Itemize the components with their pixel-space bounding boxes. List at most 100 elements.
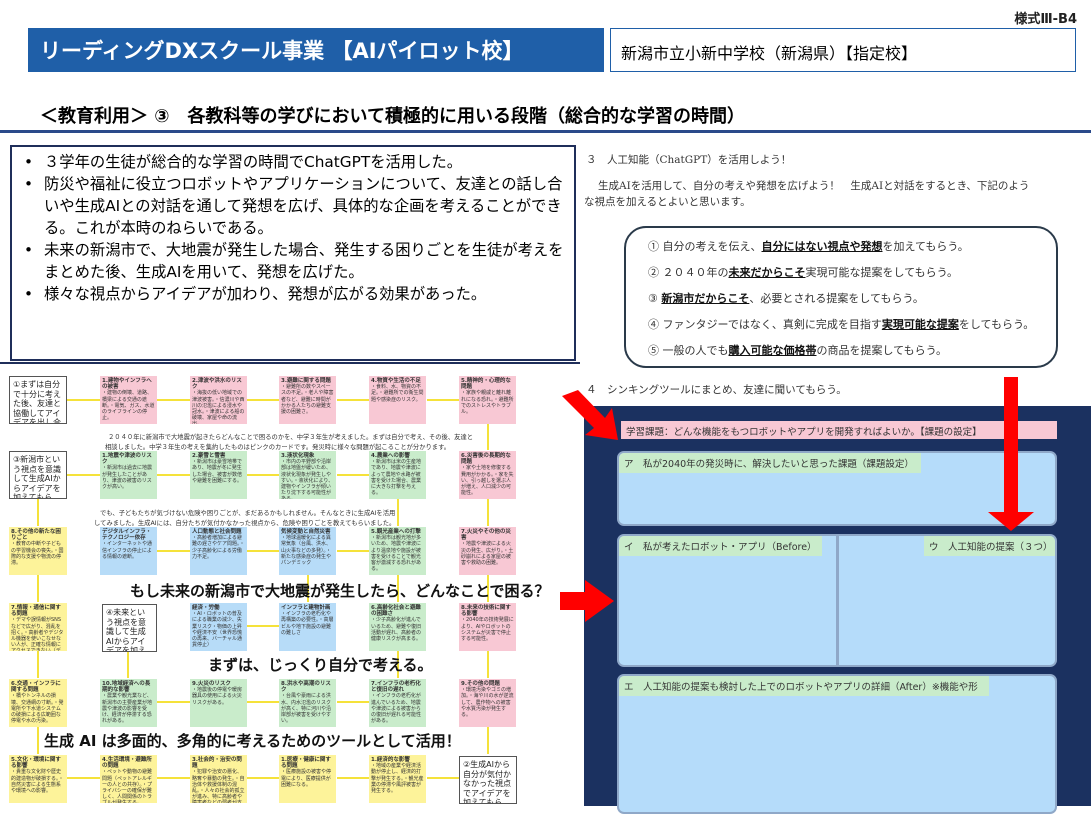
card-body: ・インフラの老朽化や再構築の必要性。・高層ビルや地下施設の避難の難しさ — [281, 611, 334, 636]
card-body: ・インフラの老朽化が進んでいるため、地震や津波による被害からの復旧が遅れる可能性… — [371, 693, 422, 725]
box-i-u[interactable]: イ 私が考えたロボット・アプリ（Before） ウ 人工知能の提案（３つ） — [617, 534, 1057, 667]
card-body: ・新潟市は米の生産地であり、地震や津波によって農地や水路が被害を受けた場合、農業… — [371, 459, 422, 497]
card-body: ・地震後の停電や暖房器具の使用による火災リスクがある。 — [192, 687, 243, 706]
problem-card: 1.医療・健康に関する問題・医療施設の被害や停電により、医療提供が困難になる。 — [279, 755, 336, 803]
viewpoint-post: をしてもらう。 — [958, 318, 1035, 331]
card-title: 1.経済的な影響 — [371, 757, 410, 763]
problem-card: 6.交通・インフラに関する問題・橋やトンネルの損壊、交通網の寸断。・発電所や下水… — [9, 679, 67, 727]
card-body: ・新潟市は豪雪地帯であり、地震が冬に発生した場合、被害が数倍や避難を困難にする。 — [192, 459, 243, 484]
card-title: 2.津波や洪水のリスク — [192, 378, 242, 391]
problem-card: 経済・労働・AI・ロボットの普及による職業の減少、失業リスク・物価の上昇や経済不… — [190, 603, 247, 651]
bullet: 防災や福祉に役立つロボットやアプリケーションについて、友達との話し合いや生成AI… — [20, 173, 566, 239]
problem-card: 7.情報・通信に関する問題・デマや誤情報がSNSなどで広がり、混乱を招く。・高齢… — [9, 603, 67, 651]
headline-ai-tool: 生成 AI は多面的、多角的に考えるためのツールとして活用！ — [44, 732, 461, 750]
divider — [0, 130, 1091, 133]
card-title: 1.医療・健康に関する問題 — [281, 757, 331, 770]
learning-task: 学習課題：どんな機能をもつロボットやアプリを開発すればよいか。【課題の設定】 — [621, 421, 1057, 439]
card-body: ・新潟市は過去に地震が発生したことがあり、津波の被害のリスクが高い。 — [102, 465, 153, 491]
school-name: 新潟市立小新中学校（新潟県）【指定校】 — [610, 28, 1076, 72]
viewpoint-pre: ⑤ 一般の人でも — [648, 344, 729, 357]
card-body: ・ペットや動物の避難問題（ペットアレルギーの人との共存）。・プライバシーの確保が… — [102, 769, 153, 803]
brainstorm-collage: ①まずは自分で十分に考えた後、友達と協働してアイデアを出し合う。 ③新潟市という… — [0, 362, 580, 806]
card-body: ・家族や親戚と離れ離れになる恐れ。・避難所でのストレスやトラブル。 — [461, 390, 514, 416]
card-body: ・高齢者増加による避難の遅さやケア問題。・少子高齢化による労働力不足。 — [192, 535, 245, 560]
viewpoint-post: 、必要とされる提案をしてもらう。 — [749, 292, 924, 305]
problem-card: 気候変動と自然災害・地球温暖化による異常気象（台風、洪水、山火事などの多発）。・… — [279, 527, 336, 575]
viewpoint-pre: ③ — [648, 292, 662, 305]
card-body: ・海抜の低い地域での津波被害。・信濃川や西川の氾濫による浸水や冠水。・津波による… — [192, 390, 245, 424]
card-title: 8.洪水や高潮のリスク — [281, 681, 331, 694]
card-title: 8.未来の技術に関する影響 — [461, 605, 511, 618]
box-e[interactable]: エ 人工知能の提案も検討した上でのロボットやアプリの詳細（After）※機能や形 — [617, 674, 1057, 814]
problem-card: 8.その他の新たな困りごと・教育の中断や子どもの学習機会の喪失。・国際的な支援や… — [9, 527, 67, 575]
card-body: ・貴重な文化財や歴史的建造物が破損する。・自然災害による生態系や環境への影響。 — [11, 769, 64, 795]
problem-card: インフラと建物計画・インフラの老朽化や再構築の必要性。・高層ビルや地下施設の避難… — [279, 603, 336, 651]
card-title: 4.生活環境・避難所の問題 — [102, 757, 152, 770]
viewpoint-em: 購入可能な価格帯 — [728, 344, 817, 357]
note-card: ③新潟市という視点を意識して生成AIからアイデアを加えてもらう。 — [9, 451, 67, 499]
card-title: 10.地域経済への長期的な影響 — [102, 681, 151, 694]
worksheet-instructions: ３ 人工知能（ChatGPT）を活用しよう！ 生成AIを活用して、自分の考えや発… — [580, 140, 1091, 402]
box-a[interactable]: ア 私が2040年の発災時に、解決したいと思った課題（課題設定） — [617, 451, 1057, 526]
summary-bullets: ３学年の生徒が総合的な学習の時間でChatGPTを活用した。 防災や福祉に役立つ… — [10, 145, 576, 361]
headline-question: もし未来の新潟市で大地震が発生したら、どんなことで困る？ — [130, 582, 550, 600]
problem-card: 5.精神的・心理的な問題・家族や親戚と離れ離れになる恐れ。・避難所でのストレスや… — [459, 376, 516, 424]
problem-card: 2.津波や洪水のリスク・海抜の低い地域での津波被害。・信濃川や西川の氾濫による浸… — [190, 376, 247, 424]
card-title: 4.物資や生活の不足 — [371, 378, 421, 384]
card-title: 人口動態と社会問題 — [192, 529, 242, 535]
viewpoint-item: ④ ファンタジーではなく、真剣に完成を目指す実現可能な提案をしてもらう。 — [648, 316, 1034, 332]
note-card: ①まずは自分で十分に考えた後、友達と協働してアイデアを出し合う。 — [9, 376, 67, 424]
card-body: ・建物の倒壊、道路、橋梁による交通の遮断。・電気、ガス、水道のライフラインの停止… — [102, 390, 155, 422]
caption: ２０４０年に新潟市で大地震が起きたらどんなことで困るのかを、中学３年生が考えまし… — [108, 434, 474, 441]
card-title: 気候変動と自然災害 — [281, 529, 331, 535]
card-title: 7.火災やその他の災害 — [461, 529, 511, 542]
bullet: ３学年の生徒が総合的な学習の時間でChatGPTを活用した。 — [20, 151, 566, 173]
headline-think: まずは、じっくり自分で考える。 — [208, 656, 433, 674]
paragraph: 生成AIを活用して、自分の考えや発想を広げよう！ 生成AIと対話をするとき、下記… — [598, 180, 1030, 192]
caption: してみました。生成AIには、自分たちが気付かなかった視点から、危険や困りごとを教… — [94, 520, 396, 527]
viewpoint-pre: ② ２０４０年の — [648, 266, 729, 279]
card-title: 経済・労働 — [192, 605, 220, 611]
card-body: ・地震や津波による火災の発生、広がり。・土砂崩れによる家屋の被害や救助の困難。 — [461, 541, 514, 567]
problem-card: 8.未来の技術に関する影響・2040年の技術発展により、AIやロボットのシステム… — [459, 603, 516, 651]
viewpoint-pre: ① 自分の考えを伝え、 — [648, 240, 762, 253]
viewpoint-item: ① 自分の考えを伝え、自分にはない視点や発想を加えてもらう。 — [648, 238, 969, 254]
viewpoint-em: 自分にはない視点や発想 — [761, 240, 883, 253]
problem-card: 10.地域経済への長期的な影響・農業や観光業など、新潟市の主要産業が地震や津波の… — [100, 679, 157, 727]
card-body: ・環境汚染やゴミの増加。・海や川の水が逆流して、農作物への被害や水質汚染が発生す… — [461, 687, 514, 719]
viewpoint-post: 実現可能な提案をしてもらう。 — [805, 266, 958, 279]
problem-card: 5.文化・環境に関する影響・貴重な文化財や歴史的建造物が破損する。・自然災害によ… — [9, 755, 67, 803]
paragraph: な視点を加えるとよいと思います。 — [584, 196, 751, 208]
viewpoint-item: ③ 新潟市だからこそ、必要とされる提案をしてもらう。 — [648, 290, 924, 306]
problem-card: 9.その他の問題・環境汚染やゴミの増加。・海や川の水が逆流して、農作物への被害や… — [459, 679, 516, 727]
problem-card: 7.インフラの老朽化と復旧の遅れ・インフラの老朽化が進んでいるため、地震や津波に… — [369, 679, 426, 727]
card-title: デジタルインフラ・テクノロジー依存 — [102, 529, 152, 542]
card-title: 6.高齢化社会と避難の困難さ — [371, 605, 421, 618]
caption: でも、子どもたちが気づけない危険や困りごとが、まだあるかもしれません。そんなとき… — [100, 510, 396, 517]
card-title: 1.建物やインフラへの被害 — [102, 378, 152, 391]
card-body: ・AI・ロボットの普及による職業の減少、失業リスク・物価の上昇や経済不安（世界恐… — [192, 611, 243, 649]
card-body: ・教育の中断や子どもの学習機会の喪失。・国際的な支援や物流の停滞。 — [11, 541, 64, 567]
viewpoint-post: の商品を提案してもらう。 — [816, 344, 947, 357]
card-body: ・医療施設の被害や停電により、医療提供が困難になる。 — [281, 769, 332, 788]
problem-card: 1.経済的な影響・地域の産業や経済活動が停止し、経済的打撃が発生する。・観光産業… — [369, 755, 426, 803]
problem-card: 4.農業への影響・新潟市は米の生産地であり、地震や津波によって農地や水路が被害を… — [369, 451, 426, 499]
card-title: 6.災害後の長期的な問題 — [461, 453, 511, 466]
viewpoint-pre: ④ ファンタジーではなく、真剣に完成を目指す — [648, 318, 882, 331]
card-body: ・地域の産業や経済活動が停止し、経済的打撃が発生する。・観光産業の停滞や風評被害… — [371, 763, 424, 795]
box-u-label: ウ 人工知能の提案（３つ） — [924, 536, 1055, 556]
viewpoint-em: 新潟市だからこそ — [661, 292, 750, 305]
problem-card: 6.高齢化社会と避難の困難さ・少子高齢化が進んでいるため、避難や復旧活動が遅れ、… — [369, 603, 426, 651]
thinking-tool-panel: 学習課題：どんな機能をもつロボットやアプリを開発すればよいか。【課題の設定】 ア… — [584, 406, 1091, 814]
card-title: 5.文化・環境に関する影響 — [11, 757, 61, 770]
problem-card: 6.災害後の長期的な問題・家や土地を修復する費用がかかる。・家を失い、引っ越しを… — [459, 451, 516, 499]
caption: 相談しました。中学３年生の考えを集約したものはピンクのカードです。発災時に様々な… — [105, 444, 451, 451]
card-body: ・新潟市は観光地が多いため、地震や津波により温泉地や施設が被害を受けることで観光… — [371, 535, 422, 573]
bullet: 未来の新潟市で、大地震が発生した場合、発生する困りごとを生徒が考えをまとめた後、… — [20, 239, 566, 283]
card-title: 2.豪雪と雪害 — [192, 453, 226, 459]
heading-4: ４ シンキングツールにまとめ、友達に聞いてもらう。 — [586, 384, 847, 396]
card-body: ・家や土地を修復する費用がかかる。・家を失い、引っ越しを選ぶ人が増え、人口減少の… — [461, 465, 514, 497]
card-body: ・2040年の技術発展により、AIやロボットのシステムが災害で停止する可能性。 — [461, 617, 514, 643]
problem-card: 8.洪水や高潮のリスク・台風や豪雨による洪水、内水氾濫のリスクが高く、特に河川や… — [279, 679, 336, 727]
card-title: 3.避難に関する問題 — [281, 378, 331, 384]
